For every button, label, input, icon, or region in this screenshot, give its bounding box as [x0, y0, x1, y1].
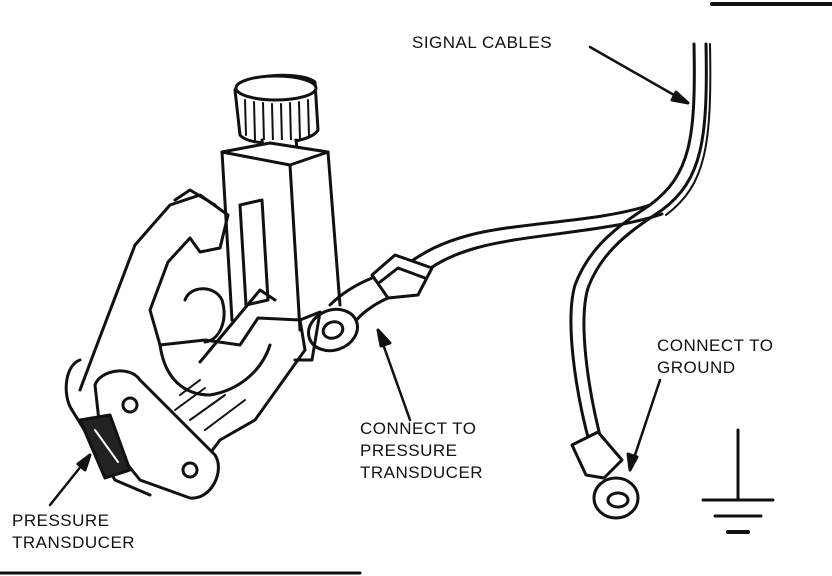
ground-symbol-icon	[703, 430, 773, 532]
label-line: TRANSDUCER	[12, 533, 136, 552]
transducer-terminal	[303, 255, 432, 357]
leader-ground	[628, 380, 660, 470]
label-line: PRESSURE	[360, 441, 458, 460]
leader-pressure-connect	[378, 330, 410, 420]
signal-cables	[410, 44, 710, 447]
label-signal-cables: SIGNAL CABLES	[412, 32, 552, 54]
leader-signal-cables	[590, 47, 688, 103]
ground-terminal	[572, 432, 638, 518]
label-line: PRESSURE	[12, 511, 110, 530]
pressure-transducer-body	[80, 415, 130, 478]
clamp-lever	[66, 360, 218, 498]
label-connect-to-pressure-transducer: CONNECT TO PRESSURE TRANSDUCER	[360, 418, 483, 484]
label-pressure-transducer: PRESSURE TRANSDUCER	[12, 510, 135, 554]
label-signal-cables-text: SIGNAL CABLES	[412, 33, 553, 52]
label-line: CONNECT TO	[360, 419, 477, 438]
label-line: GROUND	[657, 358, 736, 377]
label-line: TRANSDUCER	[360, 463, 484, 482]
transducer-clamp	[66, 75, 340, 498]
leader-pressure-transducer	[50, 455, 90, 505]
label-line: CONNECT TO	[657, 336, 774, 355]
label-connect-to-ground: CONNECT TO GROUND	[657, 335, 773, 379]
